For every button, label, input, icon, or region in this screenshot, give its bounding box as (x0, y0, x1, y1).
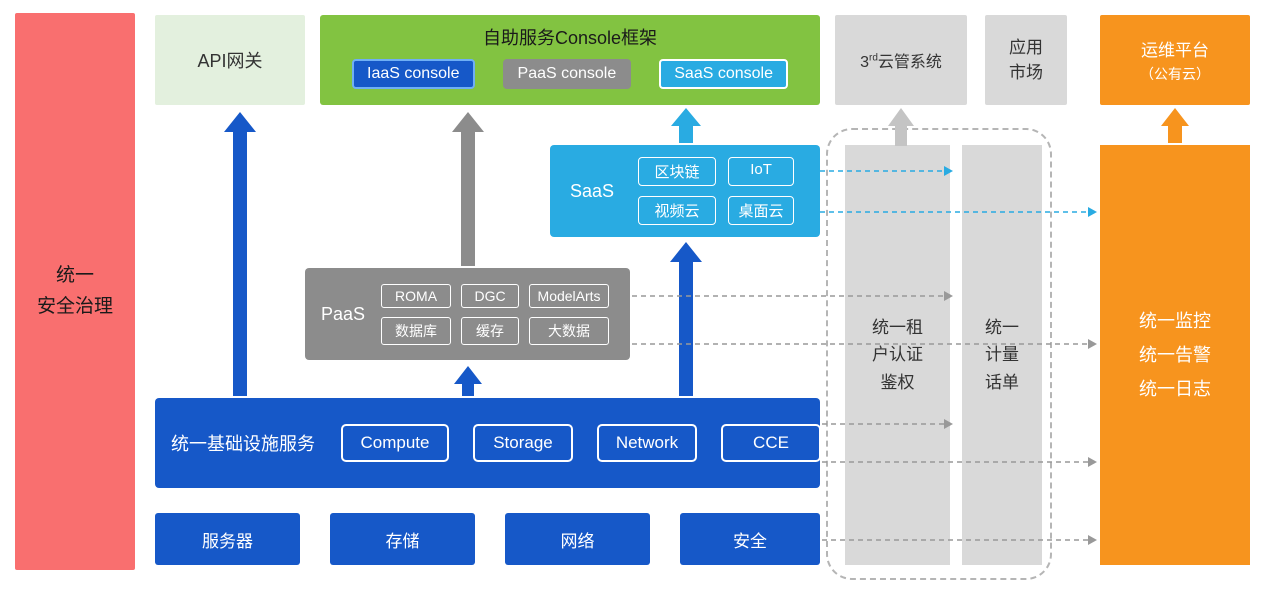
saas-items: 区块链 IoT 视频云 桌面云 (638, 157, 795, 225)
arrow-monitor-to-om-platform (1161, 108, 1189, 143)
console-frame-box: 自助服务Console框架 IaaS console PaaS console … (320, 15, 820, 105)
unified-metering-bar: 统一 计量 话单 (962, 145, 1042, 565)
paas-item-dgc: DGC (461, 283, 520, 308)
monitor-bar-line2: 统一告警 (1139, 344, 1211, 365)
third-party-rest: 云管系统 (877, 54, 942, 71)
paas-layer-box: PaaS ROMA DGC ModelArts 数据库 缓存 大数据 (305, 268, 630, 360)
om-platform-box: 运维平台 （公有云） (1100, 15, 1250, 105)
monitor-bar-line3: 统一日志 (1139, 379, 1211, 400)
hw-security-box: 安全 (680, 513, 820, 565)
arrow-saas-to-console (671, 108, 701, 143)
saas-layer-label: SaaS (570, 180, 615, 201)
third-party-cloud-label: 3rd云管系统 (860, 48, 942, 72)
auth-bar-line1: 统一租 (872, 318, 923, 338)
dashed-hardware-to-monitor-head (1088, 535, 1097, 545)
infra-item-cce: CCE (721, 424, 821, 462)
common-services-dashed-group (826, 128, 1052, 580)
infra-layer-box: 统一基础设施服务 Compute Storage Network CCE (155, 398, 821, 488)
metering-bar-line2: 计量 (985, 345, 1019, 365)
dashed-infra-to-monitor-head (1088, 457, 1097, 467)
console-frame-title: 自助服务Console框架 (482, 28, 658, 48)
paas-items: ROMA DGC ModelArts 数据库 缓存 大数据 (381, 283, 610, 345)
saas-item-blockchain: 区块链 (638, 157, 717, 186)
infra-layer-label: 统一基础设施服务 (171, 434, 315, 454)
auth-bar-line2: 户认证 (872, 345, 923, 365)
hw-server-box: 服务器 (155, 513, 300, 565)
unified-monitor-bar: 统一监控 统一告警 统一日志 (1100, 145, 1250, 565)
saas-item-desktop-cloud: 桌面云 (728, 196, 795, 225)
hw-network-box: 网络 (505, 513, 650, 565)
arrow-infra-to-saas (670, 242, 702, 396)
saas-console-chip: SaaS console (659, 59, 788, 89)
third-party-sup: rd (868, 52, 878, 64)
saas-item-iot: IoT (728, 157, 795, 186)
infra-item-storage: Storage (473, 424, 573, 462)
arrow-paas-to-console (452, 112, 484, 266)
om-platform-line2: （公有云） (1140, 66, 1210, 82)
app-market-line2: 市场 (1009, 63, 1043, 82)
metering-bar-line1: 统一 (985, 318, 1019, 338)
unified-auth-bar: 统一租 户认证 鉴权 (845, 145, 950, 565)
om-platform-line1: 运维平台 (1141, 41, 1209, 60)
api-gateway-box: API网关 (155, 15, 305, 105)
security-bar-line2: 安全治理 (36, 295, 113, 317)
dashed-saas-to-monitor-head (1088, 207, 1097, 217)
infra-item-network: Network (597, 424, 697, 462)
dashed-paas-to-monitor-head (1088, 339, 1097, 349)
third-party-base: 3 (860, 54, 869, 71)
monitor-bar-line1: 统一监控 (1139, 310, 1211, 331)
app-market-box: 应用 市场 (985, 15, 1067, 105)
app-market-line1: 应用 (1009, 37, 1043, 57)
unified-security-bar: 统一 安全治理 (15, 13, 135, 570)
paas-console-chip: PaaS console (502, 59, 632, 89)
paas-item-modelarts: ModelArts (529, 283, 610, 308)
paas-item-cache: 缓存 (461, 316, 520, 345)
infra-items: Compute Storage Network CCE (341, 424, 821, 462)
iaas-console-chip: IaaS console (352, 59, 475, 89)
hw-storage-box: 存储 (330, 513, 475, 565)
arrow-infra-to-paas (454, 366, 482, 396)
paas-item-roma: ROMA (381, 283, 452, 308)
metering-bar-line3: 话单 (985, 372, 1019, 392)
paas-layer-label: PaaS (321, 303, 366, 324)
security-bar-line1: 统一 (55, 265, 94, 287)
third-party-cloud-box: 3rd云管系统 (835, 15, 967, 105)
saas-item-video-cloud: 视频云 (638, 196, 717, 225)
infra-item-compute: Compute (341, 424, 449, 462)
console-chips: IaaS console PaaS console SaaS console (352, 59, 788, 89)
saas-layer-box: SaaS 区块链 IoT 视频云 桌面云 (550, 145, 820, 237)
paas-item-bigdata: 大数据 (529, 316, 610, 345)
paas-item-database: 数据库 (381, 316, 452, 345)
auth-bar-line3: 鉴权 (880, 372, 915, 392)
arrow-infra-to-api-gateway (224, 112, 256, 396)
api-gateway-label: API网关 (197, 51, 263, 71)
